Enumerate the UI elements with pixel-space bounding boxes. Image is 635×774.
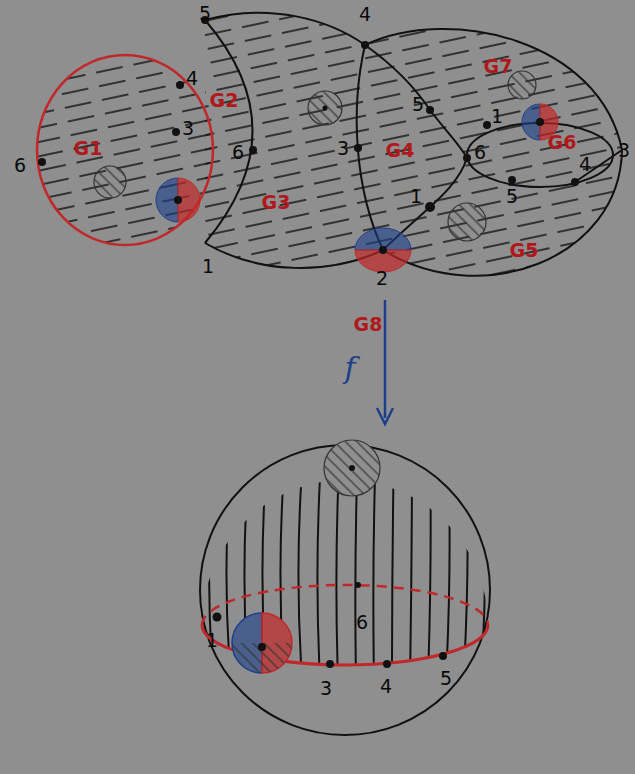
point-number: 6 <box>474 143 486 162</box>
region-label: G2 <box>210 91 239 110</box>
region-label: G6 <box>548 133 577 152</box>
point-number: 1 <box>410 187 422 206</box>
region-label: G5 <box>510 241 539 260</box>
point-number: 6 <box>14 156 26 175</box>
point-number: 5 <box>199 3 211 22</box>
region-label: G7 <box>484 57 513 76</box>
point-number: 4 <box>359 5 371 24</box>
region-label: G8 <box>354 315 383 334</box>
point-number: 5 <box>412 95 424 114</box>
region-label: G4 <box>386 141 415 160</box>
point-number: 4 <box>579 155 591 174</box>
point-number: 4 <box>186 69 198 88</box>
region-label: G3 <box>262 193 291 212</box>
point-number: 1 <box>202 257 214 276</box>
point-number: 3 <box>337 139 349 158</box>
point-number: 4 <box>380 677 392 696</box>
region-label: G1 <box>74 139 103 158</box>
point-number: 3 <box>182 119 194 138</box>
point-number: 6 <box>232 143 244 162</box>
point-number: 5 <box>506 187 518 206</box>
point-number: 1 <box>491 107 503 126</box>
map-label: f <box>344 353 355 383</box>
point-number: 6 <box>356 613 368 632</box>
point-number: 3 <box>320 679 332 698</box>
point-number: 3 <box>618 141 630 160</box>
point-number: 2 <box>376 269 388 288</box>
point-number: 1 <box>206 631 218 650</box>
point-number: 5 <box>440 669 452 688</box>
